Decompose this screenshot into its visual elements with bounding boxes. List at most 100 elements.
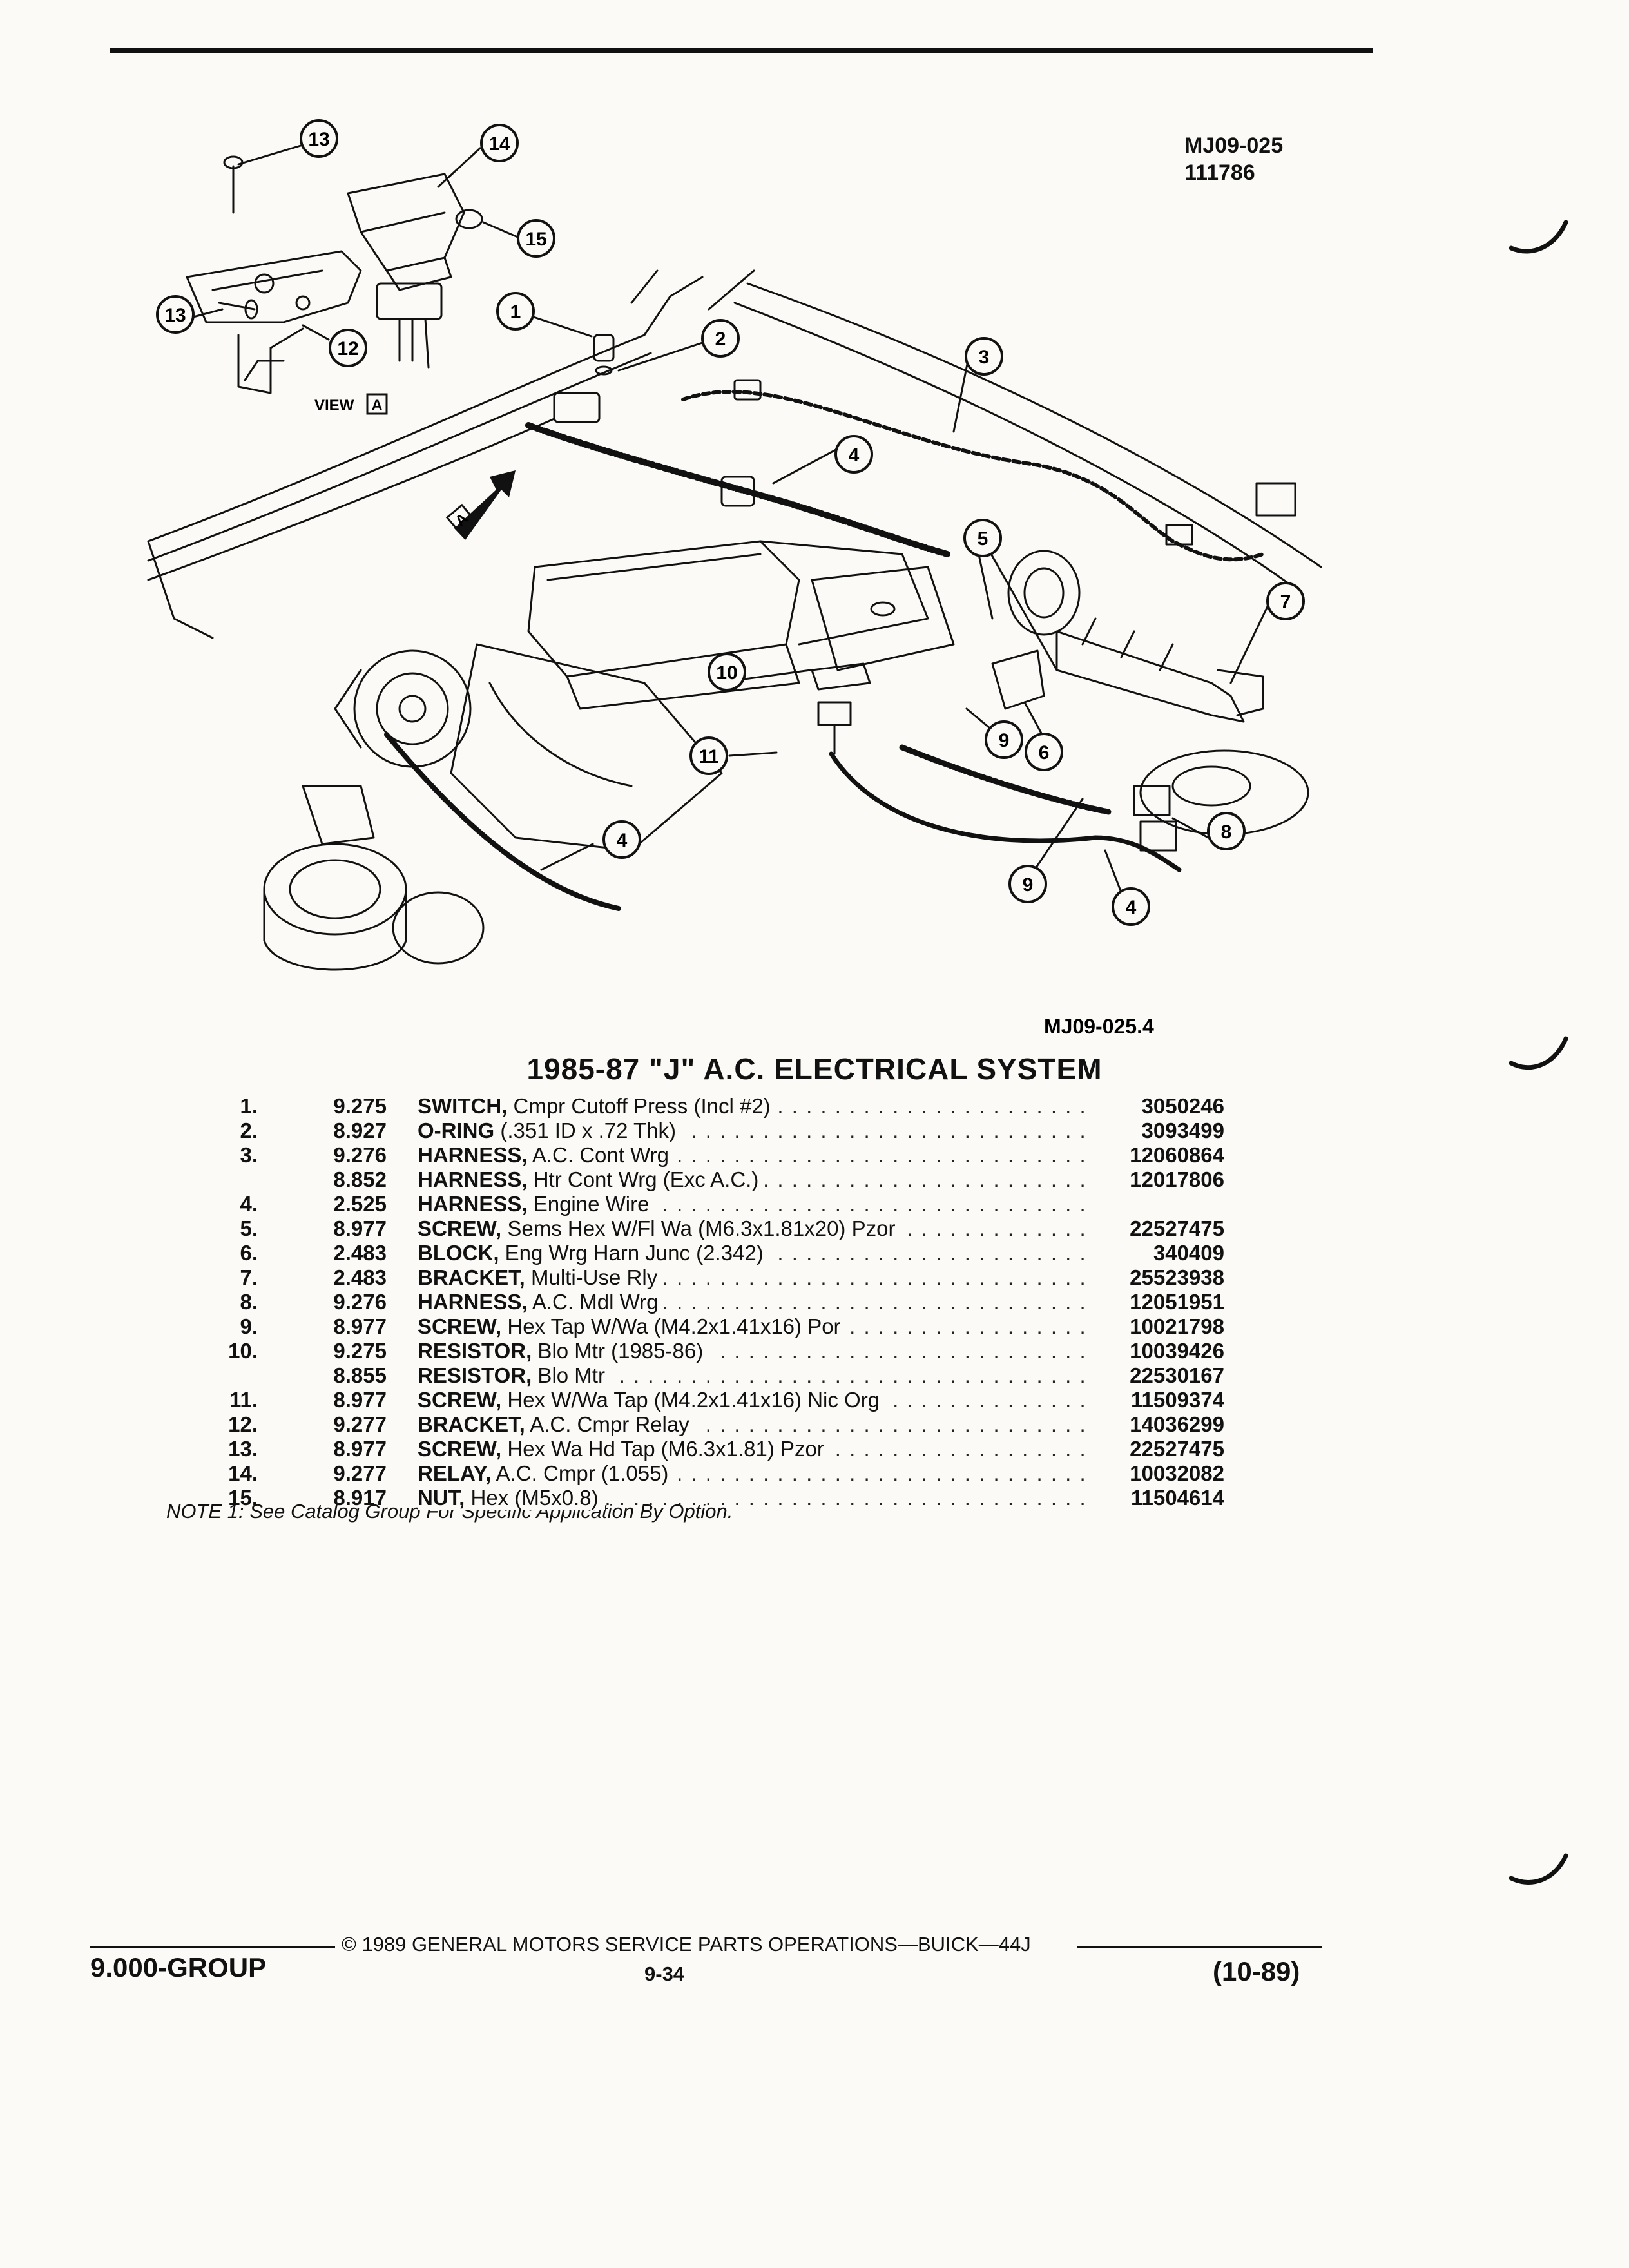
callout-13: 13 [156,295,195,334]
part-number: 12017806 [1090,1168,1224,1192]
part-name: SWITCH, [418,1094,508,1118]
part-description: BRACKET, Multi-Use Rly [387,1265,1090,1290]
part-name: SCREW, [418,1314,502,1338]
part-detail: Htr Cont Wrg (Exc A.C.) [527,1168,759,1191]
item-number: 13. [228,1437,258,1461]
callout-13: 13 [300,119,338,158]
part-name: SCREW, [418,1437,502,1461]
svg-text:3: 3 [979,347,990,368]
group-number: 9.277 [333,1461,387,1485]
group-number: 2.525 [333,1192,387,1216]
part-description: HARNESS, Htr Cont Wrg (Exc A.C.) [387,1168,1090,1192]
svg-text:6: 6 [1039,742,1050,764]
part-number: 3093499 [1090,1119,1224,1143]
callout-14: 14 [480,124,519,162]
part-detail: Multi-Use Rly [525,1265,658,1289]
group-number: 8.917 [333,1486,387,1510]
ref-number: 111786 [1184,160,1255,185]
part-name: HARNESS, [418,1192,528,1216]
svg-text:8: 8 [1221,822,1232,843]
item-number: 14. [228,1461,258,1485]
part-number: 11509374 [1090,1388,1224,1412]
part-description: RESISTOR, Blo Mtr [387,1363,1090,1388]
part-number: 25523938 [1090,1265,1224,1290]
group-number: 8.977 [333,1216,387,1240]
group-number: 8.852 [333,1168,387,1191]
callout-1: 1 [496,292,535,331]
part-description: RELAY, A.C. Cmpr (1.055) [387,1461,1090,1486]
part-description: NUT, Hex (M5x0.8) [387,1486,1090,1510]
part-number: 12060864 [1090,1143,1224,1168]
section-title: 1985-87 "J" A.C. ELECTRICAL SYSTEM [526,1052,1103,1086]
part-detail: Eng Wrg Harn Junc (2.342) [499,1241,764,1265]
group-number: 9.276 [333,1143,387,1167]
part-name: SCREW, [418,1388,502,1412]
part-description: BRACKET, A.C. Cmpr Relay [387,1412,1090,1437]
view-label: VIEW [314,397,354,414]
svg-text:9: 9 [1023,874,1034,896]
view-letter: A [371,397,382,414]
part-description: HARNESS, Engine Wire [387,1192,1090,1216]
part-number: 10021798 [1090,1314,1224,1339]
callout-4: 4 [602,820,641,859]
part-detail: Sems Hex W/Fl Wa (M6.3x1.81x20) Pzor [501,1216,896,1240]
part-number: 3050246 [1090,1094,1224,1119]
part-number: 12051951 [1090,1290,1224,1314]
group-number: 8.855 [333,1363,387,1387]
svg-text:15: 15 [525,229,546,250]
relay-14 [347,173,465,369]
group-number: 2.483 [333,1265,387,1289]
callout-2: 2 [701,319,740,358]
parts-row: 13. 8.977 SCREW, Hex Wa Hd Tap (M6.3x1.81)… [155,1437,1224,1461]
group-number: 8.927 [333,1119,387,1142]
part-description: SCREW, Sems Hex W/Fl Wa (M6.3x1.81x20) P… [387,1216,1090,1241]
part-name: NUT, [418,1486,465,1510]
part-detail: (.351 ID x .72 Thk) [494,1119,677,1142]
part-name: RELAY, [418,1461,492,1485]
part-detail: A.C. Cmpr Relay [525,1412,689,1436]
group-number: 8.977 [333,1437,387,1461]
part-name: RESISTOR, [418,1363,532,1387]
callout-15: 15 [517,219,555,258]
svg-text:1: 1 [510,302,521,323]
view-a-arrow: A [445,470,516,540]
margin-mark [1509,1036,1568,1070]
svg-text:4: 4 [617,830,628,851]
footer-rule-right [1077,1946,1322,1948]
part-detail: Blo Mtr [532,1363,605,1387]
part-description: SCREW, Hex W/Wa Tap (M4.2x1.41x16) Nic O… [387,1388,1090,1412]
illustration-code: MJ09-025.4 [1044,1015,1154,1038]
part-number: 14036299 [1090,1412,1224,1437]
group-number: 8.977 [333,1388,387,1412]
item-number: 10. [228,1339,258,1363]
part-detail: Cmpr Cutoff Press (Incl #2) [507,1094,771,1118]
callout-3: 3 [965,337,1003,376]
svg-text:11: 11 [699,746,719,767]
part-name: BRACKET, [418,1265,525,1289]
part-description: HARNESS, A.C. Mdl Wrg [387,1290,1090,1314]
part-description: RESISTOR, Blo Mtr (1985-86) [387,1339,1090,1363]
part-detail: Blo Mtr (1985-86) [532,1339,704,1363]
part-detail: Hex Wa Hd Tap (M6.3x1.81) Pzor [501,1437,824,1461]
ref-code: MJ09-025 [1184,133,1284,158]
callout-7: 7 [1266,582,1305,620]
svg-text:4: 4 [1126,897,1137,918]
svg-text:5: 5 [978,528,988,550]
top-rule [110,48,1373,53]
item-number: 6. [240,1241,258,1265]
part-description: BLOCK, Eng Wrg Harn Junc (2.342) [387,1241,1090,1265]
callout-11: 11 [689,736,728,775]
